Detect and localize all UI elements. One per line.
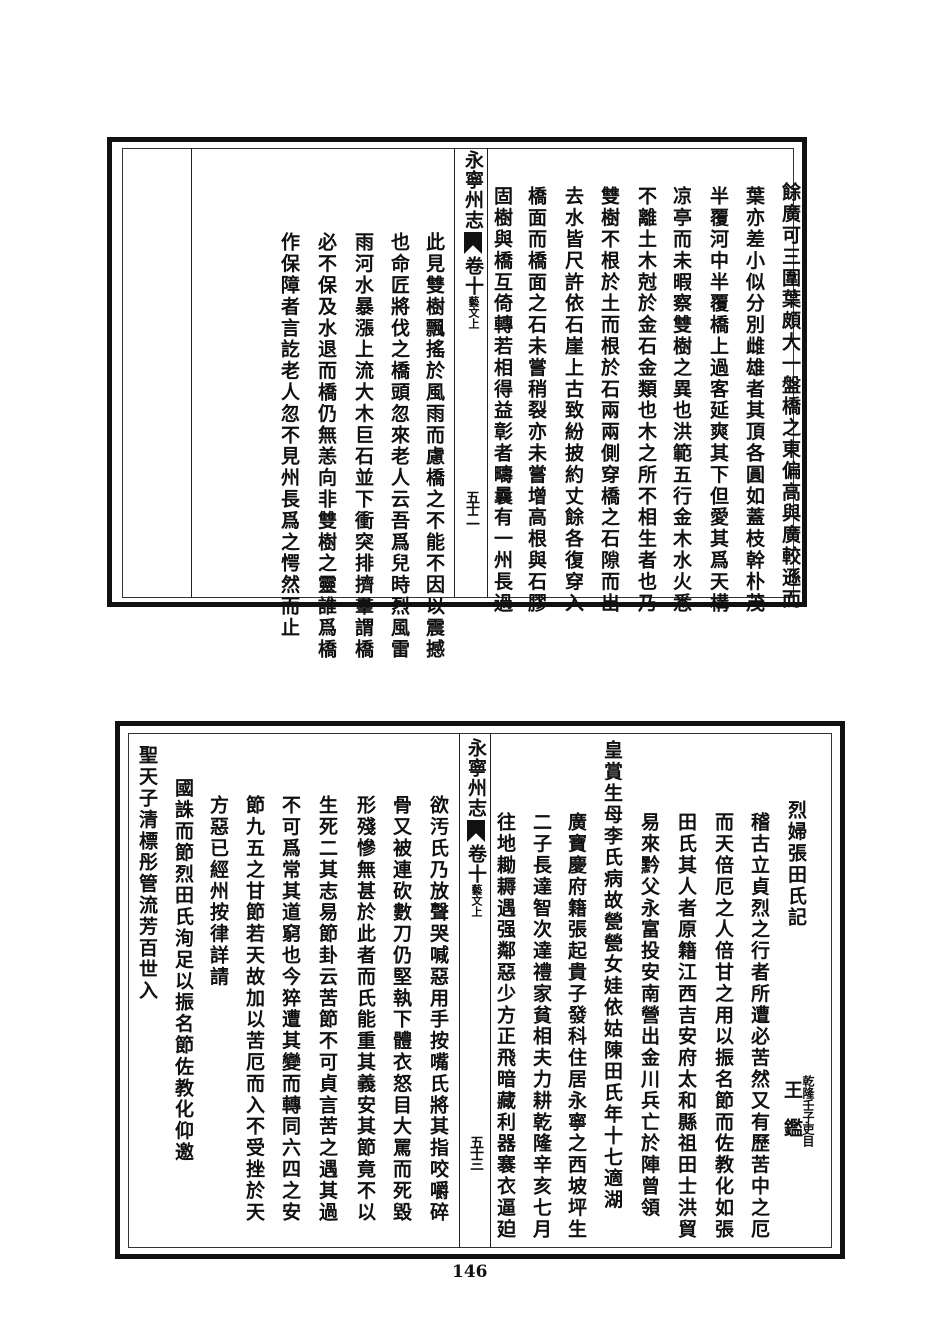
bottom-leaf-number: 五十三: [468, 1135, 484, 1168]
top-page-inner-border: [122, 148, 794, 598]
text-column: 田氏其人者原籍江西吉安府太和縣祖田士洪貿: [675, 812, 697, 1240]
author-office: 乾隆壬子吏目: [801, 1075, 815, 1147]
text-column: 生死二其志易節卦云苦節不可貞言苦之遇其過: [316, 795, 338, 1223]
top-banner-left-line: [454, 148, 455, 598]
text-column: 節九五之甘節若天故加以苦厄而入不受挫於天: [243, 795, 265, 1223]
text-column: 葉亦差小似分別雌雄者其頂各圓如蓋枝幹朴茂: [743, 186, 765, 614]
text-column: 往地耡耨遇强鄰惡少方正飛暗藏利器褰衣逼廹: [494, 812, 516, 1240]
bottom-page-frame: [115, 721, 845, 1259]
text-column: 雨河水暴漲上流大木巨石並下衝突排擠羣謂橋: [352, 232, 374, 660]
text-column: 聖天子清標彤管流芳百世入: [136, 745, 158, 1002]
text-column: 半覆河中半覆橋上過客延爽其下但愛其爲天構: [707, 186, 729, 614]
text-column: 橋面而橋面之石未嘗稍裂亦未嘗增高根與石膠: [525, 186, 547, 614]
bottom-banner-right-line: [490, 733, 491, 1248]
article-title: 烈婦張田氏記: [785, 800, 807, 929]
text-column: 雙樹不根於土而根於石兩兩側穿橋之石隙而出: [598, 186, 620, 614]
banner-volume: 卷十: [462, 256, 484, 296]
bottom-banner-left-line: [459, 733, 460, 1248]
text-column: 固樹與橋互倚轉若相得益彰者疇曩有一州長過: [491, 186, 513, 614]
text-column: 廣寶慶府籍張起貴子發科住居永寧之西坡坪生: [565, 812, 587, 1240]
text-column: 不可爲常其道窮也今猝遭其變而轉同六四之安: [279, 795, 301, 1223]
author-name: 王 鑑: [781, 1080, 803, 1137]
text-column: 二子長達智次達禮家貧相夫力耕乾隆辛亥七月: [530, 812, 552, 1240]
top-leaf-number: 五十二: [464, 490, 480, 523]
text-column: 欲汚氏乃放聲哭喊惡用手按嘴氏將其指咬嚼碎: [427, 795, 449, 1223]
top-banner: 永寧州志卷十藝文上: [460, 150, 487, 329]
top-page-margin-line: [191, 148, 192, 598]
text-column: 此見雙樹飄搖於風雨而慮橋之不能不因以震撼: [423, 232, 445, 660]
text-column: 國誅而節烈田氏洵足以振名節佐教化仰邀: [172, 778, 194, 1164]
text-column: 形殘慘無甚於此者而氏能重其義安其節竟不以: [354, 795, 376, 1223]
page-number: 146: [452, 1262, 488, 1282]
bottom-page-inner-border: [128, 733, 832, 1248]
banner-section: 藝文上: [470, 884, 483, 917]
text-column: 凉亭而未暇察雙樹之異也洪範五行金木水火悉: [670, 186, 692, 614]
fish-tail-mark-icon: [467, 820, 485, 842]
text-column: 不離土木尅於金石金類也木之所不相生者也乃: [635, 186, 657, 614]
text-column: 稽古立貞烈之行者所遭必苦然又有歷苦中之厄: [748, 812, 770, 1240]
banner-book-title: 永寧州志: [465, 738, 487, 818]
top-page-frame: [107, 137, 807, 607]
text-column: 必不保及水退而橋仍無恙向非雙樹之靈誰爲橋: [315, 232, 337, 660]
fish-tail-mark-icon: [464, 232, 482, 254]
top-banner-right-line: [487, 148, 488, 598]
text-column: 餘廣可三圍葉頗大一盤橋之東偏高與廣較遜而: [779, 182, 801, 610]
text-column: 而天倍厄之人倍甘之用以振名節而佐教化如張: [712, 812, 734, 1240]
text-column: 作保障者言訖老人忽不見州長爲之愕然而止: [278, 232, 300, 639]
banner-volume: 卷十: [465, 844, 487, 884]
bottom-banner: 永寧州志卷十藝文上: [463, 738, 490, 917]
text-column: 也命匠將伐之橋頭忽來老人云吾爲兒時烈風雷: [388, 232, 410, 660]
text-column: 去水皆尺許依石崖上古致紛披約丈餘各復穿入: [562, 186, 584, 614]
text-column: 骨又被連砍數刀仍堅執下體衣怒目大罵而死毀: [390, 795, 412, 1223]
text-column: 皇賞生母李氏病故甇甇女娃依姑陳田氏年十七適湖: [601, 740, 623, 1211]
banner-book-title: 永寧州志: [462, 150, 484, 230]
banner-section: 藝文上: [467, 296, 480, 329]
text-column: 方惡已經州按律詳請: [207, 795, 229, 988]
text-column: 易來黔父永富投安南營出金川兵亡於陣曾領: [638, 812, 660, 1219]
